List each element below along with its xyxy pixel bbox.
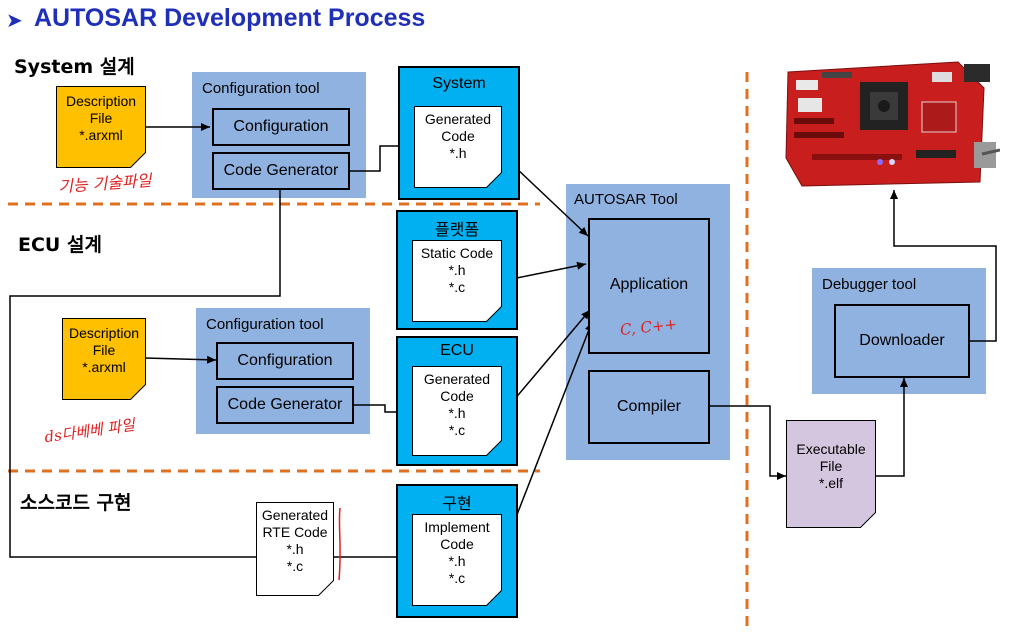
arrow (350, 142, 412, 172)
doc-line: *.h (286, 541, 304, 557)
doc-line: File (819, 458, 843, 474)
ecu-code-generator-box: Code Generator (216, 386, 354, 424)
doc-line: *.arxml (79, 127, 123, 143)
doc-line: *.h (448, 405, 466, 421)
system-configuration-box: Configuration (212, 108, 350, 146)
box-title: 구현 (442, 494, 472, 513)
rte-generated-code-doc: Generated RTE Code *.h *.c (256, 502, 334, 596)
ecu-description-file: Description File *.arxml (62, 318, 146, 400)
doc-line: *.c (448, 570, 466, 586)
ecu-box: ECU Generated Code *.h *.c (396, 336, 518, 466)
page-fold-icon (486, 440, 502, 456)
doc-line: Description (68, 325, 140, 341)
doc-line: Generated (261, 507, 329, 523)
connector (9, 190, 281, 558)
doc-line: Implement (424, 519, 490, 535)
compiler-box: Compiler (588, 370, 710, 444)
panel-label: Configuration tool (202, 80, 320, 97)
doc-line: *.arxml (82, 359, 126, 375)
page-fold-icon (486, 590, 502, 606)
doc-line: Generated (424, 111, 492, 127)
system-code-generator-box: Code Generator (212, 152, 350, 190)
doc-line: Code (440, 536, 474, 552)
doc-line: RTE Code (262, 524, 328, 540)
panel-label: Configuration tool (206, 316, 324, 333)
evaluation-board-photo (782, 58, 1000, 190)
panel-label: AUTOSAR Tool (574, 191, 678, 208)
section-source-label: 소스코드 구현 (20, 492, 132, 514)
page-fold-icon (486, 306, 502, 322)
doc-line: Description (65, 93, 137, 109)
page-fold-icon (130, 152, 146, 168)
downloader-box: Downloader (834, 304, 970, 378)
arrow (710, 405, 786, 480)
application-box: Application (588, 218, 710, 354)
section-ecu-label: ECU 설계 (18, 234, 102, 256)
page-title: AUTOSAR Development Process (34, 4, 426, 32)
box-title: ECU (440, 342, 474, 359)
system-box: System Generated Code *.h (398, 66, 520, 200)
doc-line: Generated (423, 371, 491, 387)
system-generated-code-doc: Generated Code *.h (414, 106, 502, 188)
arrow (876, 378, 908, 477)
doc-line: File (92, 342, 116, 358)
doc-line: *.elf (818, 475, 844, 491)
ecu-configuration-box: Configuration (216, 342, 354, 380)
panel-label: Debugger tool (822, 276, 917, 293)
doc-line: *.c (448, 422, 466, 438)
page-fold-icon (486, 172, 502, 188)
doc-line: *.h (448, 553, 466, 569)
handwritten-mark (338, 507, 341, 581)
doc-line: Executable (796, 441, 866, 457)
box-title: System (432, 75, 486, 92)
doc-line: *.c (448, 279, 466, 295)
static-code-doc: Static Code *.h *.c (412, 240, 502, 322)
doc-line: Code (440, 388, 474, 404)
arrow (144, 355, 217, 364)
section-system-label: System 설계 (14, 56, 135, 78)
implementation-box: 구현 Implement Code *.h *.c (396, 484, 518, 618)
page-fold-icon (130, 384, 146, 400)
doc-line: *.h (449, 145, 467, 161)
platform-box: 플랫폼 Static Code *.h *.c (396, 210, 518, 330)
doc-line: Code (441, 128, 475, 144)
box-title: 플랫폼 (434, 220, 480, 239)
doc-line: *.c (286, 558, 304, 574)
title-bullet-icon: ➤ (6, 10, 23, 32)
application-label: Application (609, 276, 689, 293)
ecu-generated-code-doc: Generated Code *.h *.c (412, 366, 502, 456)
implement-code-doc: Implement Code *.h *.c (412, 514, 502, 606)
doc-line: File (89, 110, 113, 126)
executable-file: Executable File *.elf (786, 420, 876, 528)
doc-line: Static Code (420, 245, 494, 261)
page-fold-icon (318, 580, 334, 596)
arrow (890, 190, 997, 342)
page-fold-icon (860, 512, 876, 528)
doc-line: *.h (448, 262, 466, 278)
system-description-file: Description File *.arxml (56, 86, 146, 168)
